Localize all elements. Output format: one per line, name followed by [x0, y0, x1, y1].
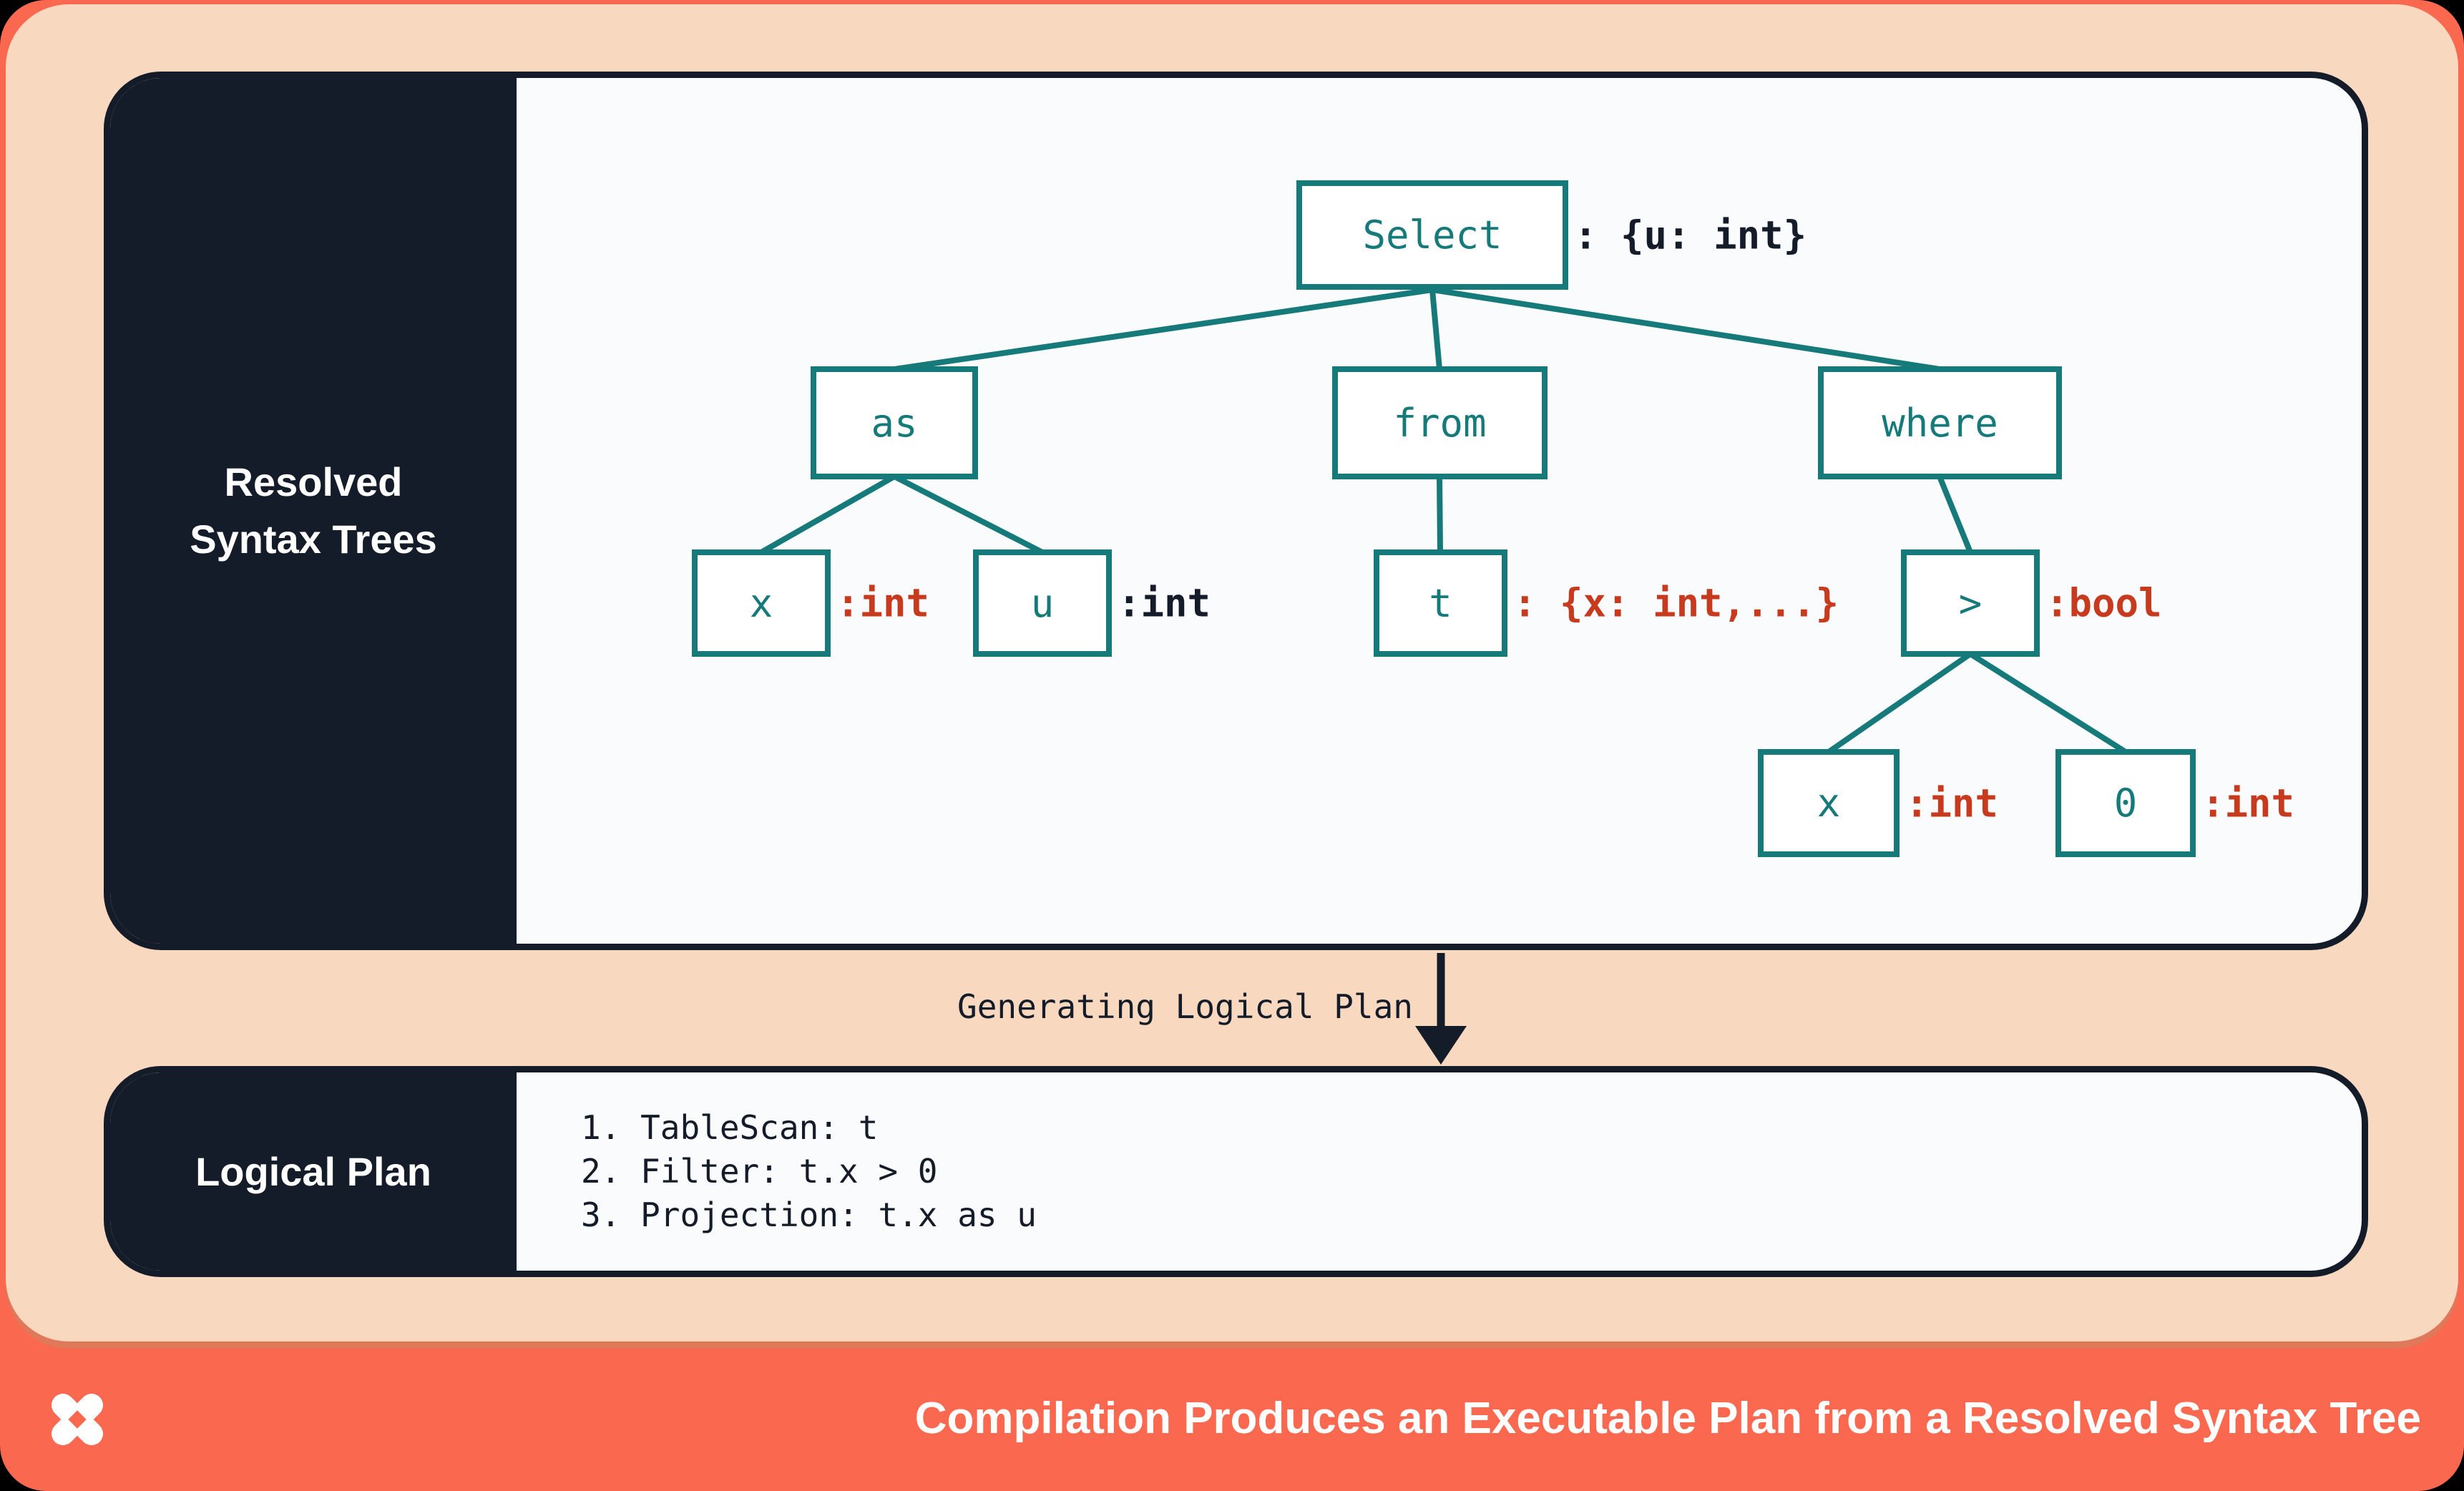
logical-plan-content: 1. TableScan: t 2. Filter: t.x > 0 3. Pr…	[517, 1072, 2362, 1271]
tree-node-select: Select : {u: int}	[1296, 180, 1807, 290]
sidebar-title: Logical Plan	[195, 1148, 431, 1194]
type-annotation: :int	[2201, 781, 2295, 826]
type-annotation: : {u: int}	[1574, 212, 1807, 258]
node-label: x	[749, 580, 773, 626]
node-label: where	[1882, 400, 1998, 446]
type-annotation: :int	[1118, 580, 1211, 626]
plan-step: 1. TableScan: t	[581, 1108, 879, 1147]
tree-node-from: from	[1332, 366, 1548, 479]
tree-node-x: x :int	[692, 549, 929, 657]
plan-step: 2. Filter: t.x > 0	[581, 1152, 938, 1191]
type-annotation: :int	[1905, 781, 1999, 826]
node-label: x	[1817, 781, 1841, 826]
node-label: 0	[2113, 781, 2138, 826]
type-annotation: : {x: int,...}	[1513, 580, 1839, 626]
generating-logical-plan-label: Generating Logical Plan	[957, 987, 1413, 1026]
plan-step: 3. Projection: t.x as u	[581, 1196, 1037, 1234]
node-label: u	[1030, 580, 1055, 626]
node-label: >	[1958, 580, 1983, 626]
tree-node-zero: 0 :int	[2055, 749, 2294, 857]
tree-node-u: u :int	[973, 549, 1211, 657]
tree-node-x2: x :int	[1758, 749, 1998, 857]
logical-plan-sidebar: Logical Plan	[110, 1072, 517, 1271]
resolved-syntax-trees-sidebar: Resolved Syntax Trees	[110, 78, 517, 944]
tree-node-as: as	[811, 366, 978, 479]
sidebar-title-line1: Resolved	[224, 459, 403, 504]
node-label: Select	[1362, 212, 1502, 258]
sidebar-title-line2: Syntax Trees	[190, 517, 437, 562]
dolt-logo-icon	[52, 1394, 103, 1445]
tree-node-t: t : {x: int,...}	[1374, 549, 1839, 657]
logical-plan-panel: Logical Plan 1. TableScan: t 2. Filter: …	[104, 1066, 2368, 1277]
footer-title: Compilation Produces an Executable Plan …	[914, 1393, 2421, 1443]
node-label: from	[1393, 400, 1487, 446]
type-annotation: :bool	[2045, 580, 2162, 626]
node-label: t	[1429, 580, 1452, 626]
logical-plan-steps: 1. TableScan: t 2. Filter: t.x > 0 3. Pr…	[517, 1072, 2362, 1271]
type-annotation: :int	[836, 580, 930, 626]
tree-node-where: where	[1818, 366, 2062, 479]
resolved-syntax-trees-panel: Resolved Syntax Trees	[104, 72, 2368, 950]
node-label: as	[871, 400, 918, 446]
tree-node-greater-than: > :bool	[1901, 549, 2162, 657]
